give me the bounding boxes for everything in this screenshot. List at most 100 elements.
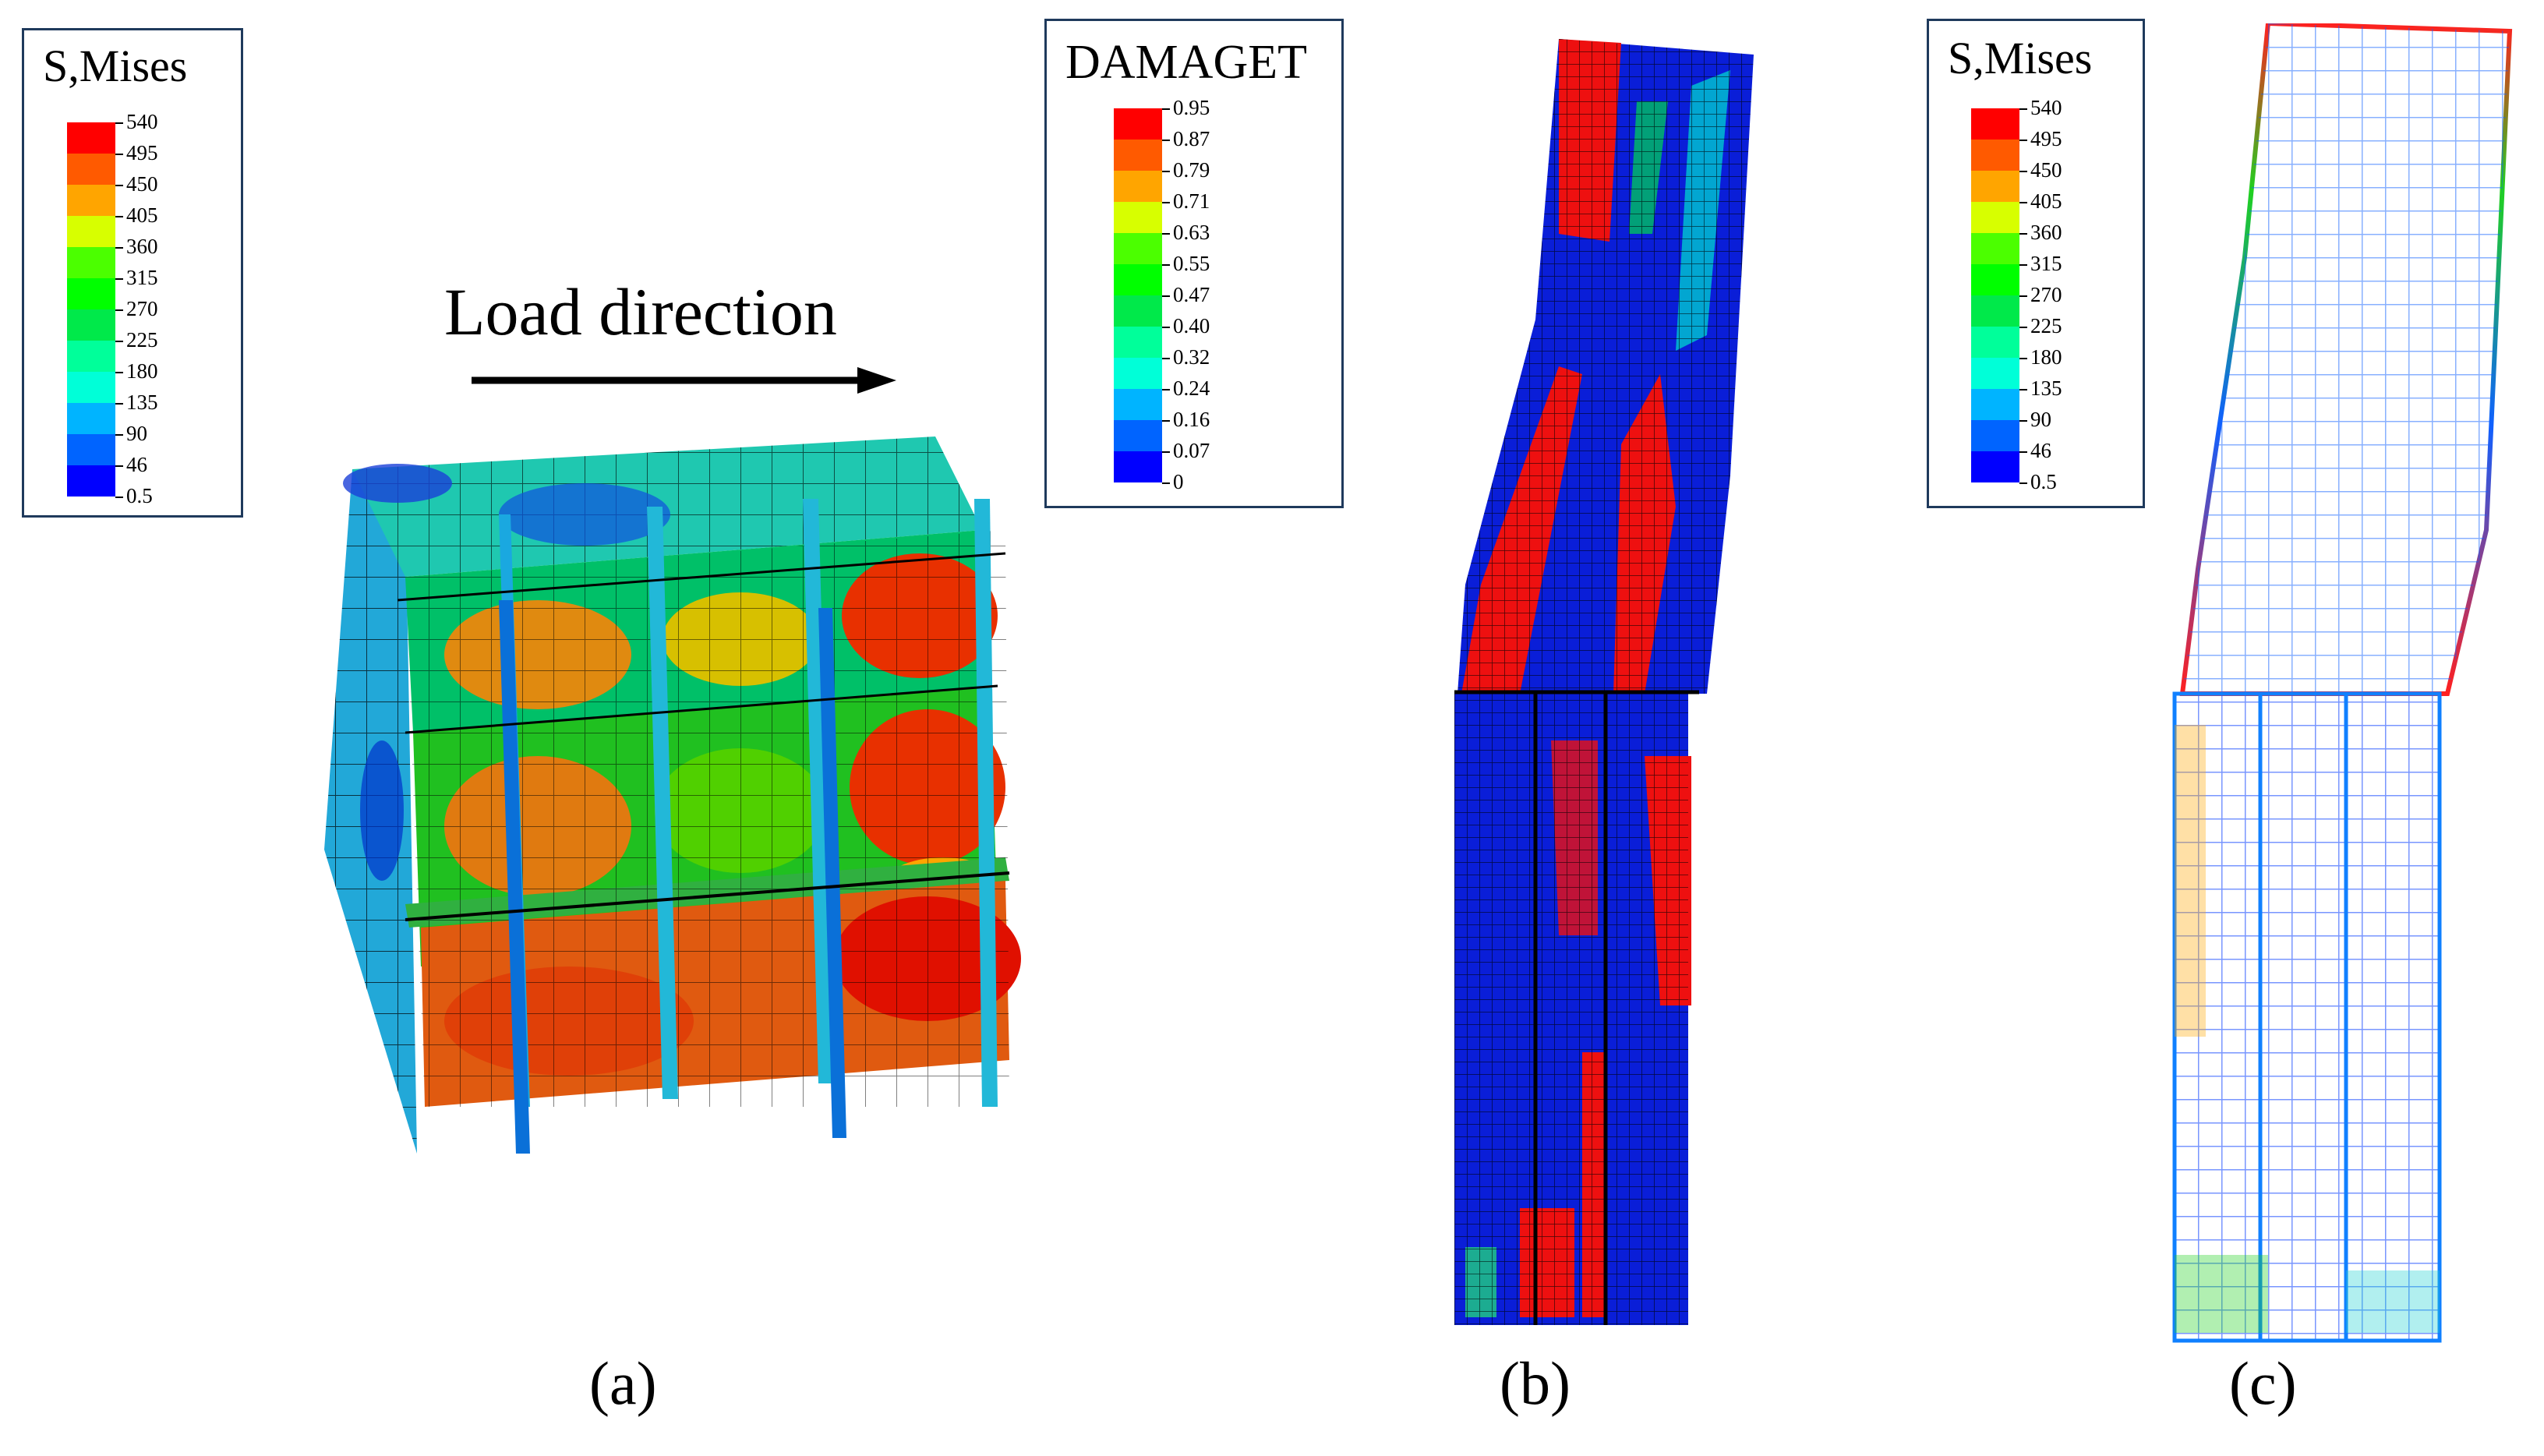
legend-tick	[2019, 140, 2027, 141]
legend-swatch	[67, 278, 115, 309]
legend-tick-label: 0.32	[1173, 345, 1210, 369]
legend-tick-label: 360	[126, 235, 158, 258]
legend-swatch	[1971, 358, 2019, 389]
legend-swatch	[67, 216, 115, 247]
legend-tick-label: 495	[2030, 127, 2062, 150]
legend-tick-label: 450	[2030, 158, 2062, 182]
legend-tick	[115, 434, 123, 436]
legend-swatch	[67, 309, 115, 341]
legend-tick-label: 495	[126, 141, 158, 164]
legend-tick-label: 0.95	[1173, 96, 1210, 119]
legend-swatch	[1114, 358, 1162, 389]
legend-tick-label: 540	[2030, 96, 2062, 119]
legend-tick-label: 225	[126, 328, 158, 352]
legend-tick	[2019, 264, 2027, 266]
legend-a-title: S,Mises	[43, 41, 188, 91]
legend-tick-label: 0.07	[1173, 439, 1210, 462]
legend-swatch	[67, 247, 115, 278]
legend-tick-label: 450	[126, 172, 158, 196]
legend-tick-label: 135	[126, 391, 158, 414]
legend-swatch	[1114, 264, 1162, 295]
legend-swatch	[67, 403, 115, 434]
legend-tick-label: 135	[2030, 376, 2062, 400]
legend-tick	[115, 372, 123, 373]
legend-b-title: DAMAGET	[1065, 36, 1307, 89]
legend-tick	[2019, 420, 2027, 422]
legend-swatch	[1971, 171, 2019, 202]
legend-tick	[115, 403, 123, 405]
legend-tick	[2019, 108, 2027, 110]
legend-tick	[1162, 140, 1170, 141]
legend-tick	[2019, 202, 2027, 203]
legend-tick-label: 90	[126, 422, 147, 445]
legend-tick-label: 0.47	[1173, 283, 1210, 306]
legend-tick-label: 0	[1173, 470, 1184, 493]
legend-tick	[1162, 389, 1170, 391]
panel-b-model	[1454, 39, 1754, 1325]
legend-tick-label: 405	[2030, 189, 2062, 213]
panel-c-model	[2172, 23, 2513, 1343]
legend-tick-label: 405	[126, 203, 158, 227]
legend-tick-label: 0.40	[1173, 314, 1210, 337]
legend-tick	[2019, 327, 2027, 328]
legend-tick	[115, 154, 123, 155]
legend-tick-label: 0.16	[1173, 408, 1210, 431]
caption-a: (a)	[589, 1349, 657, 1417]
legend-tick	[115, 247, 123, 249]
legend-tick	[115, 122, 123, 124]
legend-tick	[1162, 233, 1170, 235]
legend-tick-label: 0.55	[1173, 252, 1210, 275]
legend-tick-label: 0.5	[2030, 470, 2057, 493]
legend-tick	[2019, 358, 2027, 359]
legend-tick	[1162, 482, 1170, 484]
legend-tick	[2019, 233, 2027, 235]
legend-swatch	[1971, 295, 2019, 327]
legend-tick-label: 46	[126, 453, 147, 476]
legend-tick-label: 225	[2030, 314, 2062, 337]
legend-swatch	[67, 122, 115, 154]
legend-tick-label: 180	[126, 359, 158, 383]
legend-swatch	[1971, 108, 2019, 140]
legend-swatch	[1114, 140, 1162, 171]
legend-tick-label: 315	[2030, 252, 2062, 275]
legend-tick	[2019, 295, 2027, 297]
legend-swatch	[1971, 264, 2019, 295]
legend-tick-label: 270	[126, 297, 158, 320]
caption-b: (b)	[1500, 1349, 1571, 1417]
legend-tick	[1162, 295, 1170, 297]
legend-tick	[1162, 108, 1170, 110]
legend-tick-label: 46	[2030, 439, 2051, 462]
legend-tick	[1162, 171, 1170, 172]
legend-tick-label: 0.63	[1173, 221, 1210, 244]
legend-tick	[2019, 171, 2027, 172]
legend-tick-label: 315	[126, 266, 158, 289]
legend-swatch	[1971, 451, 2019, 482]
legend-swatch	[1114, 233, 1162, 264]
legend-tick	[1162, 327, 1170, 328]
panel-a-model	[324, 436, 1021, 1154]
legend-swatch	[67, 185, 115, 216]
legend-c-title: S,Mises	[1948, 33, 2093, 83]
legend-tick-label: 180	[2030, 345, 2062, 369]
legend-swatch	[1114, 451, 1162, 482]
legend-tick-label: 0.5	[126, 484, 153, 507]
legend-tick	[1162, 451, 1170, 453]
legend-swatch	[1971, 233, 2019, 264]
load-direction-label: Load direction	[444, 274, 837, 349]
legend-swatch	[1114, 420, 1162, 451]
legend-tick-label: 0.79	[1173, 158, 1210, 182]
legend-tick-label: 0.87	[1173, 127, 1210, 150]
legend-swatch	[67, 372, 115, 403]
legend-tick	[115, 185, 123, 186]
legend-swatch	[67, 154, 115, 185]
legend-swatch	[1114, 389, 1162, 420]
legend-swatch	[1971, 202, 2019, 233]
legend-tick	[1162, 420, 1170, 422]
legend-swatch	[1971, 420, 2019, 451]
legend-swatch	[1114, 327, 1162, 358]
legend-swatch	[1114, 202, 1162, 233]
